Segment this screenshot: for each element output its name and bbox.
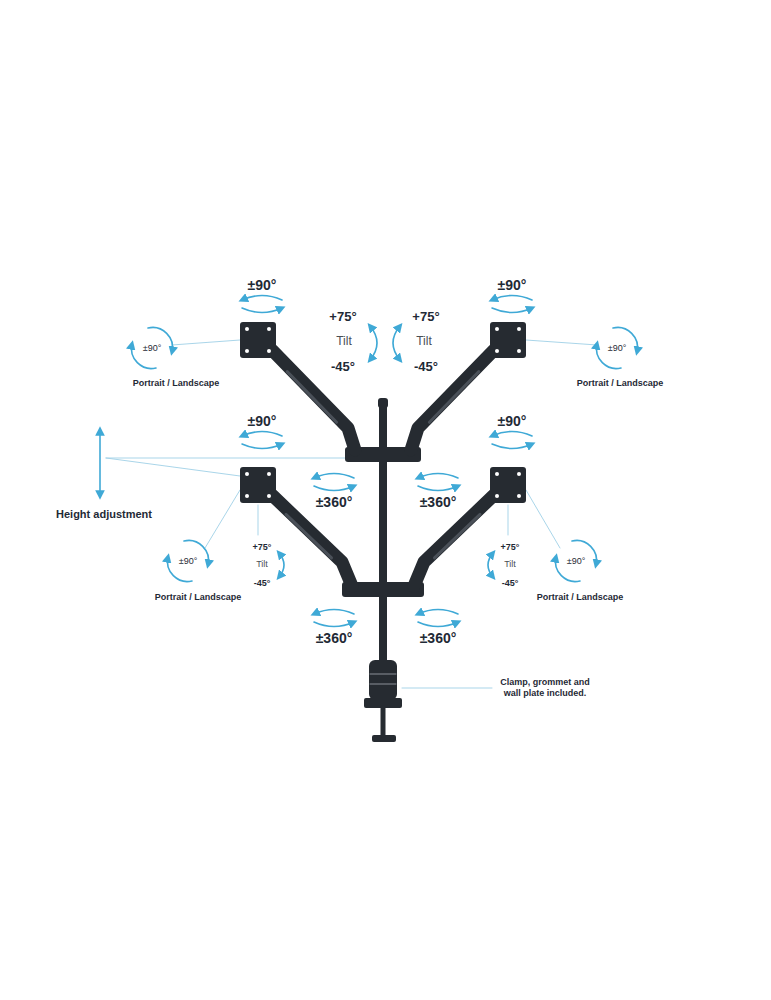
- vesa-plate: [490, 322, 526, 358]
- angle-label: -45°: [502, 578, 519, 589]
- arrow: [418, 474, 458, 479]
- angle-label: ±90°: [179, 556, 198, 567]
- angle-label: ±90°: [498, 413, 527, 430]
- leader-line: [258, 505, 259, 535]
- arrow: [492, 308, 532, 313]
- note-label: Clamp, grommet and wall plate included.: [495, 677, 595, 699]
- vesa-hole: [245, 349, 249, 353]
- angle-label: +75°: [412, 309, 439, 325]
- feature-label: Height adjustment: [56, 508, 152, 521]
- clamp-screw: [381, 708, 386, 735]
- leader-line: [205, 490, 240, 548]
- arrow: [418, 610, 458, 615]
- arrow: [492, 444, 532, 449]
- angle-label: ±90°: [248, 277, 277, 294]
- arrow: [314, 474, 354, 479]
- vesa-hole: [267, 472, 271, 476]
- monitor-arm: [411, 350, 494, 450]
- arrow: [418, 486, 458, 491]
- angle-label: -45°: [331, 359, 355, 375]
- vesa-hole: [517, 349, 521, 353]
- angle-label: ±360°: [316, 494, 353, 511]
- angle-label: -45°: [414, 359, 438, 375]
- angle-label: +75°: [501, 542, 520, 553]
- leader-line: [526, 490, 560, 548]
- leader-line: [106, 458, 240, 476]
- arrow: [242, 432, 282, 437]
- angle-label: +75°: [329, 309, 356, 325]
- arrow: [492, 432, 532, 437]
- clamp-ring: [370, 684, 396, 685]
- arrow: [314, 610, 354, 615]
- angle-label: ±360°: [420, 494, 457, 511]
- angle-label: ±90°: [567, 556, 586, 567]
- leader-line: [172, 340, 240, 345]
- angle-label: Portrait / Landscape: [537, 592, 624, 603]
- angle-label: Tilt: [336, 334, 352, 348]
- angle-label: ±360°: [420, 630, 457, 647]
- arrow: [370, 326, 377, 360]
- leader-line: [402, 688, 492, 689]
- arrow: [242, 296, 282, 301]
- arrow: [314, 486, 354, 491]
- vesa-hole: [245, 327, 249, 331]
- monitor-arm: [272, 350, 355, 450]
- arrow: [314, 622, 354, 627]
- angle-label: ±360°: [316, 630, 353, 647]
- vesa-hole: [495, 327, 499, 331]
- arrow: [279, 553, 284, 577]
- angle-label: ±90°: [608, 343, 627, 354]
- angle-label: Portrait / Landscape: [133, 378, 220, 389]
- vesa-hole: [495, 494, 499, 498]
- angle-label: Portrait / Landscape: [577, 378, 664, 389]
- vesa-plate: [490, 467, 526, 503]
- gas-spring: [435, 514, 481, 558]
- leader-line: [106, 458, 345, 459]
- angle-label: Tilt: [504, 559, 516, 570]
- arrow: [242, 308, 282, 313]
- vesa-hole: [517, 472, 521, 476]
- vesa-hole: [245, 494, 249, 498]
- angle-label: Tilt: [256, 559, 268, 570]
- clamp-ring: [370, 674, 396, 675]
- vesa-hole: [267, 349, 271, 353]
- height-arrow: [99, 430, 101, 496]
- vesa-hole: [495, 349, 499, 353]
- vesa-hole: [267, 327, 271, 331]
- angle-label: -45°: [254, 578, 271, 589]
- gas-spring: [429, 372, 478, 423]
- vesa-hole: [517, 494, 521, 498]
- angle-label: Tilt: [416, 334, 432, 348]
- angle-label: Portrait / Landscape: [155, 592, 242, 603]
- angle-label: ±90°: [498, 277, 527, 294]
- vesa-plate: [240, 322, 276, 358]
- arrow: [418, 622, 458, 627]
- leader-line: [526, 340, 597, 345]
- vesa-hole: [245, 472, 249, 476]
- leader-line: [508, 505, 509, 535]
- pole-cap: [378, 398, 388, 408]
- arrow: [242, 444, 282, 449]
- gas-spring: [286, 514, 332, 558]
- pole: [379, 404, 387, 668]
- angle-label: ±90°: [248, 413, 277, 430]
- angle-label: ±90°: [143, 343, 162, 354]
- vesa-hole: [517, 327, 521, 331]
- vesa-hole: [495, 472, 499, 476]
- gas-spring: [287, 372, 336, 423]
- desk-clamp: [369, 660, 397, 700]
- arrow: [488, 553, 493, 577]
- arrow: [492, 296, 532, 301]
- arrow: [393, 326, 400, 360]
- angle-label: +75°: [253, 542, 272, 553]
- vesa-hole: [267, 494, 271, 498]
- vesa-plate: [240, 467, 276, 503]
